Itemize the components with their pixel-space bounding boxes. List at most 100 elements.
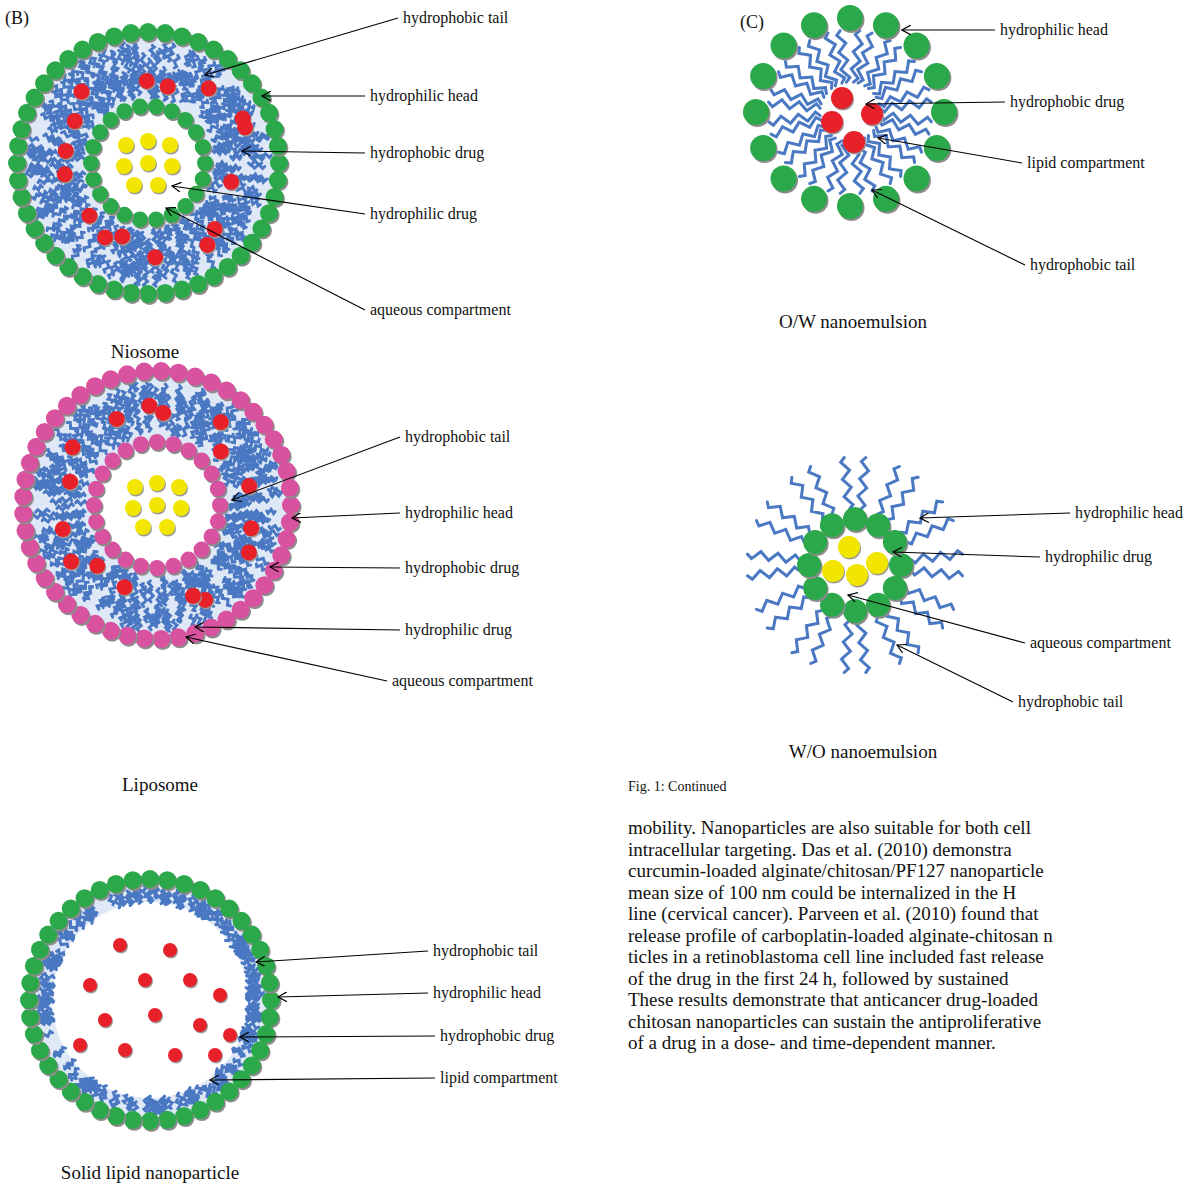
hydrophobic-drug — [213, 443, 229, 459]
hydrophobic-tail — [147, 418, 152, 431]
hydrophobic-tail — [198, 413, 204, 423]
hydrophobic-tail — [217, 106, 224, 112]
hydrophobic-tail — [74, 415, 80, 421]
hydrophobic-tail — [217, 127, 228, 133]
hydrophobic-tail — [58, 110, 65, 115]
hydrophobic-tail — [257, 469, 265, 474]
hydrophobic-tail — [153, 228, 157, 242]
hydrophobic-drug — [62, 474, 78, 490]
hydrophobic-tail — [239, 208, 250, 214]
hydrophilic-head — [152, 630, 170, 648]
hydrophobic-tail — [190, 396, 195, 408]
hydrophobic-tail — [121, 48, 126, 59]
hydrophobic-tail — [247, 1018, 256, 1023]
hydrophobic-tail — [87, 251, 95, 263]
hydrophobic-tail — [70, 588, 79, 597]
hydrophobic-drug — [168, 1048, 182, 1062]
hydrophobic-drug — [147, 249, 163, 265]
hydrophobic-tail — [86, 67, 93, 77]
hydrophilic-drug — [125, 500, 141, 516]
hydrophobic-tail — [137, 423, 142, 434]
hydrophobic-tail — [204, 109, 214, 118]
hydrophobic-tail — [225, 87, 233, 94]
hydrophobic-tail — [57, 950, 64, 955]
hydrophobic-tail — [44, 491, 56, 495]
hydrophobic-tail — [47, 113, 59, 120]
hydrophobic-tail — [131, 74, 136, 84]
hydrophobic-tail — [208, 125, 218, 131]
hydrophobic-tail — [256, 564, 265, 570]
hydrophobic-tail — [57, 506, 68, 510]
hydrophilic-drug — [159, 519, 175, 535]
hydrophobic-tail — [71, 512, 82, 516]
hydrophilic-drug — [149, 475, 165, 491]
hydrophobic-tail — [222, 921, 230, 929]
hydrophobic-tail — [178, 605, 183, 615]
hydrophobic-tail — [267, 462, 276, 467]
hydrophobic-tail — [140, 232, 144, 244]
hydrophobic-tail — [110, 1091, 116, 1104]
hydrophobic-tail — [48, 961, 57, 966]
hydrophilic-head — [141, 1112, 159, 1130]
hydrophobic-tail — [178, 401, 183, 412]
hydrophilic-head — [76, 889, 94, 907]
hydrophilic-head — [165, 436, 181, 452]
hydrophobic-tail — [180, 251, 186, 264]
hydrophobic-tail — [71, 1074, 77, 1080]
hydrophilic-drug — [140, 133, 156, 149]
hydrophilic-drug — [171, 479, 187, 495]
hydrophobic-tail — [192, 900, 198, 910]
hydrophobic-tail — [236, 590, 242, 597]
hydrophobic-tail — [110, 582, 116, 592]
hydrophobic-tail — [150, 615, 154, 623]
hydrophobic-tail — [214, 173, 226, 178]
hydrophilic-head — [132, 211, 148, 227]
hydrophilic-head — [124, 1111, 142, 1129]
hydrophobic-tail — [43, 974, 54, 979]
hydrophilic-head — [133, 558, 149, 574]
hydrophilic-head — [133, 436, 149, 452]
hydrophobic-tail — [83, 109, 93, 118]
hydrophilic-head — [175, 1107, 193, 1125]
hydrophilic-head — [135, 629, 153, 647]
hydrophobic-drug — [118, 1043, 132, 1057]
hydrophobic-tail — [201, 422, 207, 430]
hydrophobic-tail — [162, 608, 166, 620]
aqueous-compartment — [97, 445, 217, 565]
hydrophobic-tail — [34, 185, 43, 190]
hydrophobic-tail — [77, 472, 87, 477]
hydrophilic-drug — [127, 479, 143, 495]
hydrophilic-head — [92, 124, 108, 140]
hydrophilic-head — [173, 281, 191, 299]
lipid-compartment — [52, 902, 248, 1098]
hydrophobic-tail — [40, 538, 48, 543]
hydrophobic-tail — [108, 592, 114, 603]
hydrophobic-tail — [236, 948, 248, 955]
hydrophobic-drug — [81, 208, 97, 224]
hydrophilic-head — [118, 627, 136, 645]
hydrophobic-tail — [269, 526, 280, 531]
hydrophobic-tail — [72, 212, 79, 218]
hydrophobic-tail — [85, 586, 93, 595]
hydrophilic-head — [243, 926, 261, 944]
hydrophobic-tail — [59, 90, 68, 97]
hydrophobic-tail — [243, 579, 250, 585]
hydrophobic-drug — [163, 943, 177, 957]
hydrophilic-head — [164, 103, 180, 119]
hydrophobic-tail — [208, 259, 215, 268]
hydrophobic-tail — [59, 216, 67, 222]
hydrophobic-tail — [30, 145, 43, 150]
hydrophilic-head — [261, 1008, 279, 1026]
hydrophobic-tail — [91, 103, 98, 110]
hydrophobic-tail — [153, 388, 157, 398]
hydrophobic-tail — [45, 541, 58, 547]
hydrophilic-head — [118, 442, 134, 458]
hydrophobic-drug — [139, 73, 155, 89]
hydrophobic-tail — [257, 449, 268, 455]
hydrophobic-drug — [57, 166, 73, 182]
hydrophilic-head — [20, 991, 38, 1009]
hydrophobic-tail — [134, 231, 139, 245]
hydrophobic-tail — [168, 1098, 173, 1108]
hydrophilic-head — [139, 285, 157, 303]
hydrophobic-drug — [114, 228, 130, 244]
